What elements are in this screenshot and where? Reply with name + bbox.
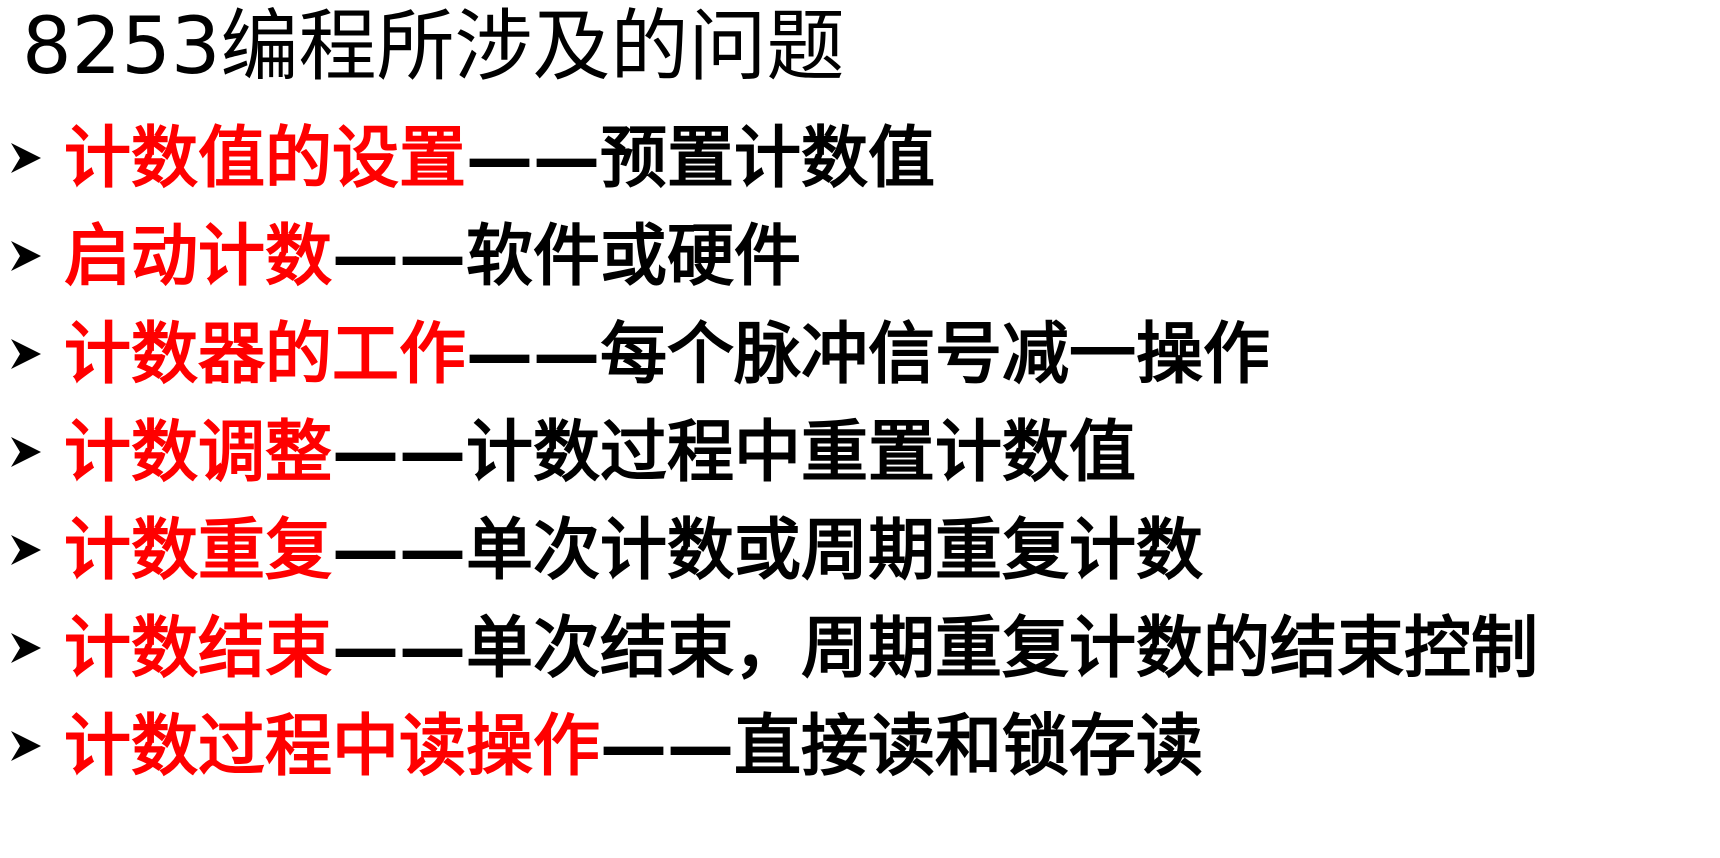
bullet-separator: —— xyxy=(332,609,466,687)
bullet-separator: —— xyxy=(466,315,600,393)
bullet-text: 计数结束——单次结束，周期重复计数的结束控制 xyxy=(64,598,1538,698)
bullet-term: 计数过程中读操作 xyxy=(64,707,600,785)
bullet-separator: —— xyxy=(332,511,466,589)
arrowhead-bullet-icon xyxy=(11,437,41,467)
arrowhead-bullet-icon xyxy=(11,241,41,271)
bullet-text: 计数调整——计数过程中重置计数值 xyxy=(64,402,1136,502)
arrowhead-bullet-icon xyxy=(11,143,41,173)
arrowhead-bullet-icon xyxy=(11,535,41,565)
bullet-description: 直接读和锁存读 xyxy=(734,707,1203,785)
bullet-text: 计数器的工作——每个脉冲信号减一操作 xyxy=(64,304,1270,404)
bullet-separator: —— xyxy=(332,217,466,295)
bullet-term: 计数重复 xyxy=(64,511,332,589)
bullet-text: 计数值的设置——预置计数值 xyxy=(64,108,935,208)
bullet-term: 启动计数 xyxy=(64,217,332,295)
bullet-description: 软件或硬件 xyxy=(466,217,801,295)
bullet-text: 启动计数——软件或硬件 xyxy=(64,206,801,306)
bullet-description: 单次计数或周期重复计数 xyxy=(466,511,1203,589)
bullet-separator: —— xyxy=(600,707,734,785)
bullet-term: 计数调整 xyxy=(64,413,332,491)
bullet-text: 计数过程中读操作——直接读和锁存读 xyxy=(64,696,1203,796)
bullet-term: 计数结束 xyxy=(64,609,332,687)
bullet-description: 单次结束，周期重复计数的结束控制 xyxy=(466,609,1538,687)
bullet-term: 计数器的工作 xyxy=(64,315,466,393)
arrowhead-bullet-icon xyxy=(11,633,41,663)
arrowhead-bullet-icon xyxy=(11,731,41,761)
bullet-separator: —— xyxy=(466,119,600,197)
arrowhead-bullet-icon xyxy=(11,339,41,369)
bullet-description: 每个脉冲信号减一操作 xyxy=(600,315,1270,393)
slide-title: 8253编程所涉及的问题 xyxy=(22,2,845,92)
bullet-separator: —— xyxy=(332,413,466,491)
bullet-term: 计数值的设置 xyxy=(64,119,466,197)
bullet-text: 计数重复——单次计数或周期重复计数 xyxy=(64,500,1203,600)
bullet-description: 计数过程中重置计数值 xyxy=(466,413,1136,491)
bullet-description: 预置计数值 xyxy=(600,119,935,197)
